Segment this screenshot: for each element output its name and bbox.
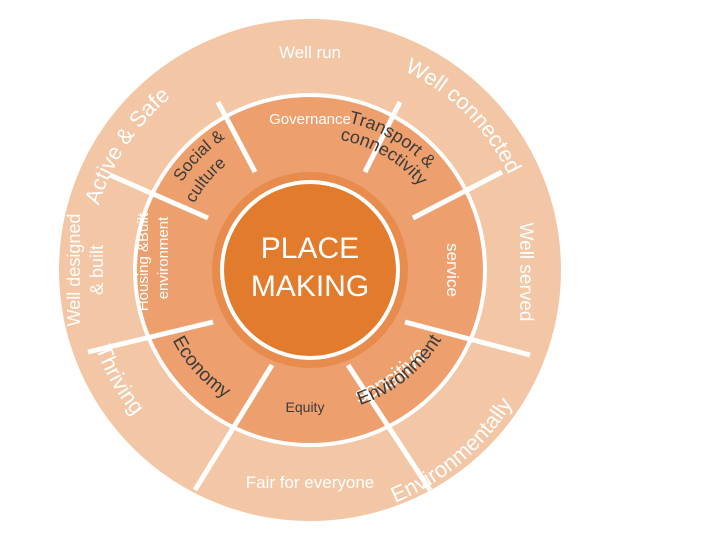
label-equity: Equity (286, 399, 325, 415)
middle-ring-border (133, 93, 487, 447)
outer-ring-border (57, 17, 563, 523)
label-well-designed-2: & built (87, 245, 107, 295)
divider-3 (411, 169, 504, 221)
label-housing-1: Housing &Built (135, 212, 152, 311)
label-well-designed-1: Well designed (64, 214, 84, 327)
center-circle (220, 180, 400, 360)
divider-7 (87, 319, 214, 355)
label-well-run: Well run (279, 43, 341, 62)
divider-2 (362, 100, 403, 174)
divider-4 (404, 319, 531, 358)
label-service: service (443, 243, 462, 297)
center-title-line1: PLACE (261, 232, 359, 265)
divider-8 (108, 172, 210, 221)
center-title-line2: MAKING (251, 270, 369, 303)
label-fair-for-everyone: Fair for everyone (246, 473, 375, 492)
divider-1 (215, 100, 258, 174)
label-housing-2: environment (155, 216, 172, 299)
label-governance: Governance (269, 111, 351, 128)
label-well-served: Well served (515, 223, 536, 322)
segment-dividers (87, 100, 531, 492)
